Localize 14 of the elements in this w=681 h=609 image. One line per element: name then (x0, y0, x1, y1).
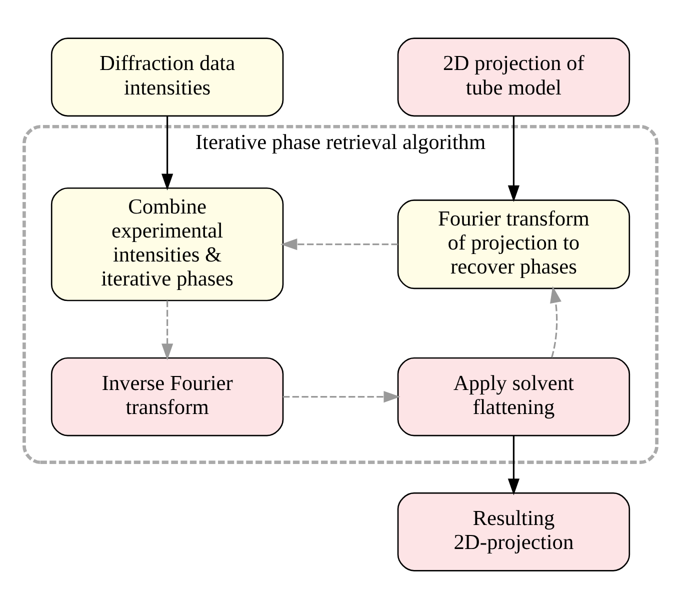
node-box: 2D projection of tube model (397, 38, 630, 117)
node-box: Apply solvent flattening (397, 357, 630, 436)
arrow (508, 116, 520, 202)
node-box: Diffraction data intensities (50, 38, 284, 117)
node-box: Combine experimental intensities & iterative phases (50, 187, 284, 302)
arrow (550, 286, 562, 358)
arrow (161, 116, 174, 190)
arrow (280, 238, 398, 250)
node-box: Inverse Fourier transform (50, 357, 284, 436)
node-box: Fourier transform of projection to recover phases (397, 200, 630, 290)
arrow (283, 390, 400, 403)
node-box: Resulting 2D-projection (397, 492, 630, 572)
arrow (161, 300, 174, 360)
arrow (508, 436, 520, 496)
